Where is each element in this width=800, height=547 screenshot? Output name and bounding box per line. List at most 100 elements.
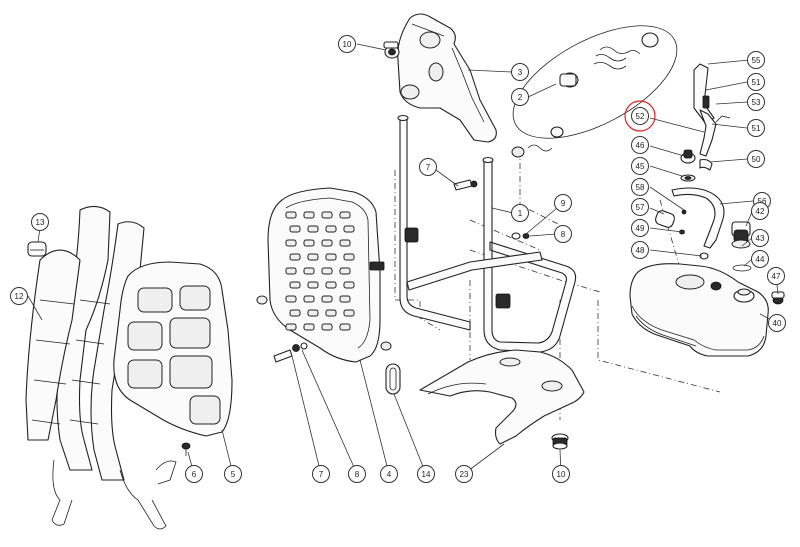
part-4-backplate — [256, 187, 392, 363]
backplate-slot — [307, 281, 319, 289]
callout-43: 43 — [751, 229, 769, 247]
callout-number: 58 — [636, 183, 645, 192]
backplate-slot — [321, 239, 333, 247]
callout-number: 13 — [36, 218, 45, 227]
backplate-slot — [285, 239, 297, 247]
callout-number: 51 — [752, 78, 761, 87]
callout-8-bot: 8 — [348, 465, 366, 483]
backplate-slot — [325, 281, 337, 289]
callout-7-bot: 7 — [312, 465, 330, 483]
callout-circle — [767, 267, 785, 285]
callout-circle — [554, 194, 572, 212]
backplate-slot — [321, 323, 333, 331]
callout-1: 1 — [511, 204, 529, 222]
parts-7-8-bottom — [273, 342, 308, 363]
callout-number: 12 — [15, 292, 24, 301]
callout-number: 50 — [752, 155, 761, 164]
callout-circle — [552, 465, 570, 483]
callout-number: 44 — [756, 255, 765, 264]
part-2-spring-assembly — [511, 25, 678, 158]
callout-circle — [185, 465, 203, 483]
backplate-slot — [307, 253, 319, 261]
callout-number: 40 — [773, 319, 782, 328]
backplate-slot — [285, 267, 297, 275]
highlight-ring — [624, 100, 656, 132]
callout-circle — [348, 465, 366, 483]
backplate-slot — [321, 295, 333, 303]
callout-number: 7 — [426, 163, 431, 172]
backplate-slot — [303, 323, 315, 331]
callout-circle — [631, 178, 649, 196]
callout-circle — [631, 157, 649, 175]
part-1-frame — [397, 114, 577, 353]
callout-number: 52 — [636, 112, 645, 121]
callout-12: 12 — [10, 287, 28, 305]
backplate-slot — [343, 225, 355, 233]
part-14-clip — [385, 363, 401, 395]
callout-circle — [768, 314, 786, 332]
backplate-slot — [303, 211, 315, 219]
backplate-slot — [303, 239, 315, 247]
callout-number: 2 — [518, 93, 523, 102]
part-23-tray — [419, 349, 585, 445]
backplate-slot — [289, 253, 301, 261]
callout-number: 1 — [518, 209, 523, 218]
callout-circle — [419, 158, 437, 176]
callout-57: 57 — [631, 198, 649, 216]
callout-58: 58 — [631, 178, 649, 196]
callout-circle — [747, 93, 765, 111]
backplate-slot — [307, 309, 319, 317]
callout-circle — [417, 465, 435, 483]
callout-2: 2 — [511, 88, 529, 106]
callout-7-mid: 7 — [419, 158, 437, 176]
callout-10-top: 10 — [338, 35, 356, 53]
backplate-slot — [339, 267, 351, 275]
callout-51-top: 51 — [747, 73, 765, 91]
callout-14: 14 — [417, 465, 435, 483]
backplate-slot — [289, 309, 301, 317]
callout-circle — [631, 136, 649, 154]
backplate-slot — [325, 253, 337, 261]
part-3-bracket — [397, 13, 497, 143]
callout-circle — [631, 107, 649, 125]
callout-circle — [455, 465, 473, 483]
callout-number: 48 — [636, 246, 645, 255]
callout-circle — [31, 213, 49, 231]
parts-46-45-50 — [680, 149, 713, 182]
callout-40: 40 — [768, 314, 786, 332]
callout-number: 6 — [192, 470, 197, 479]
backplate-slot — [289, 281, 301, 289]
callout-circle — [380, 465, 398, 483]
callout-51-mid: 51 — [747, 119, 765, 137]
backplate-slot — [321, 267, 333, 275]
callout-circle — [631, 198, 649, 216]
callout-number: 57 — [636, 203, 645, 212]
backplate-slot — [325, 225, 337, 233]
callout-circle — [631, 219, 649, 237]
parts-7-9-8-mid — [453, 179, 530, 240]
callout-circle — [751, 250, 769, 268]
callout-number: 42 — [756, 207, 765, 216]
part-5-backpad — [113, 261, 233, 437]
callout-number: 8 — [355, 470, 360, 479]
backplate-slot — [339, 295, 351, 303]
leader-lines — [27, 43, 779, 475]
backplate-slot — [343, 253, 355, 261]
callout-number: 10 — [343, 40, 352, 49]
part-13-buckle — [27, 241, 47, 257]
callout-circle — [747, 150, 765, 168]
backplate-slot — [303, 295, 315, 303]
callout-number: 10 — [557, 470, 566, 479]
backplate-slot — [303, 267, 315, 275]
callout-number: 4 — [387, 470, 392, 479]
callout-circle — [747, 73, 765, 91]
callout-number: 56 — [758, 197, 767, 206]
parts-42-43-44-47 — [720, 221, 785, 305]
callout-45: 45 — [631, 157, 649, 175]
parts-56-58-57-49-48 — [655, 187, 725, 260]
callout-23: 23 — [455, 465, 473, 483]
callout-number: 8 — [561, 230, 566, 239]
callout-number: 53 — [752, 98, 761, 107]
backplate-slot — [285, 211, 297, 219]
